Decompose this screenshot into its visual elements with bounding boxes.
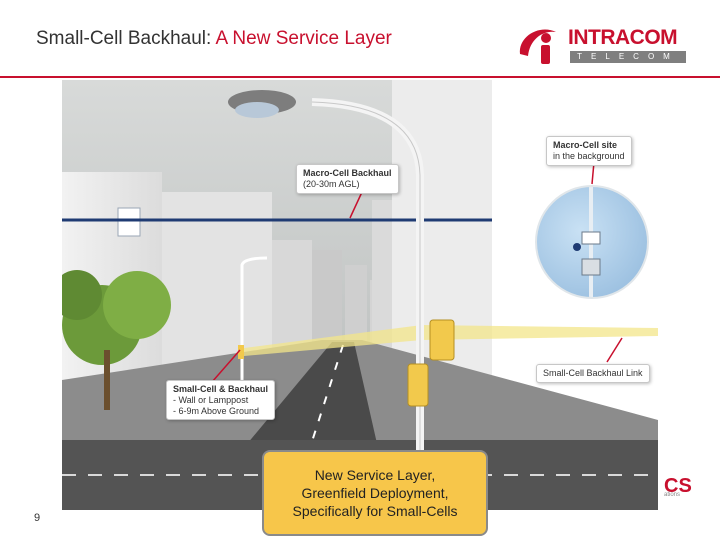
callout-line: - 6-9m Above Ground <box>173 405 260 416</box>
pointer-backhaul-link <box>606 337 623 363</box>
intracom-i-icon <box>519 29 556 64</box>
lamp-glass <box>235 102 279 118</box>
small-cell-backhaul-link <box>244 325 658 356</box>
small-cell-unit-lower <box>407 363 429 407</box>
tree-trunk <box>104 350 110 410</box>
intracom-logo: INTRACOM TELECOM <box>516 24 688 66</box>
partner-logo-tag: ations <box>664 492 681 498</box>
callout-small-cell-backhaul-link: Small-Cell Backhaul Link <box>536 364 650 383</box>
callout-title: Macro-Cell Backhaul <box>303 168 392 178</box>
distant-building <box>312 250 342 350</box>
macro-site-zoom-circle <box>535 185 649 299</box>
small-cell-unit-left <box>238 345 244 359</box>
partner-logo-letters: CS <box>664 475 692 497</box>
callout-title: Small-Cell & Backhaul <box>173 384 269 394</box>
pointer-small-cell <box>211 349 241 383</box>
tree <box>103 271 171 339</box>
small-cell-unit-upper <box>429 319 455 361</box>
building-antenna-panel <box>117 207 141 237</box>
callout-macro-cell-backhaul: Macro-Cell Backhaul (20-30m AGL) <box>296 164 399 194</box>
street-scene-illustration: Macro-Cell Backhaul (20-30m AGL) Macro-C… <box>62 80 658 510</box>
callout-line: - Wall or Lamppost <box>173 394 249 405</box>
service-layer-banner: New Service Layer, Greenfield Deployment… <box>262 450 488 536</box>
callout-line: in the background <box>553 150 625 161</box>
pointer-macro-backhaul <box>349 191 363 219</box>
callout-small-cell-backhaul: Small-Cell & Backhaul - Wall or Lamppost… <box>166 380 276 421</box>
banner-line: Specifically for Small-Cells <box>292 503 458 520</box>
tree <box>62 270 102 320</box>
page-number: 9 <box>34 512 41 524</box>
main-lamppost-edge <box>311 101 421 500</box>
title-accent: A New Service Layer <box>215 28 392 49</box>
callout-macro-cell-site: Macro-Cell site in the background <box>546 136 632 166</box>
logo-wordmark: INTRACOM <box>568 26 678 49</box>
logo-subtitle: TELECOM <box>570 51 686 63</box>
callout-title: Small-Cell Backhaul Link <box>543 368 643 378</box>
title-prefix: Small-Cell Backhaul: <box>36 28 216 49</box>
callout-title: Macro-Cell site <box>553 140 618 150</box>
slide-title: Small-Cell Backhaul: A New Service Layer <box>36 28 392 50</box>
distant-building <box>345 265 367 345</box>
small-lamppost <box>240 256 268 390</box>
pointer-macro-site <box>591 161 595 185</box>
banner-line: Greenfield Deployment, <box>301 484 449 501</box>
callout-line: (20-30m AGL) <box>303 178 360 189</box>
header-rule <box>0 76 720 78</box>
right-building-side <box>372 200 392 370</box>
banner-line: New Service Layer, <box>314 466 436 483</box>
macro-site-detail <box>573 187 601 297</box>
